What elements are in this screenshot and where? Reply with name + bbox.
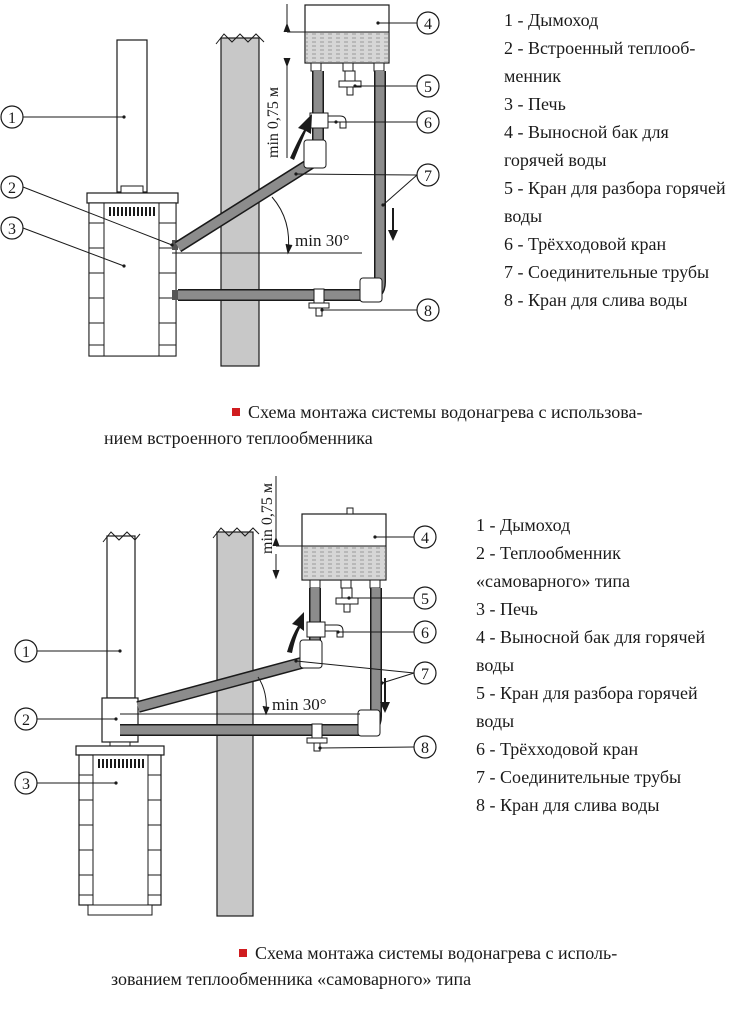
three-way-valve — [306, 621, 344, 638]
caption-2: Схема монтажа системы водонагрева с испо… — [111, 940, 726, 992]
callout-4: 4 — [424, 16, 432, 33]
height-dimension — [283, 4, 305, 158]
callout-6: 6 — [421, 625, 429, 642]
diagram-1-drawing: min 0,75 м min 30° — [0, 4, 440, 367]
height-dimension — [272, 476, 302, 580]
stove — [75, 745, 165, 916]
callout-3: 3 — [22, 776, 30, 793]
callout-3: 3 — [8, 221, 16, 238]
chimney — [116, 39, 148, 193]
chimney — [106, 535, 136, 699]
legend-item: 2 - Встроенный теплооб-менник — [504, 38, 696, 86]
legend-item: 7 - Соединительные трубы — [476, 767, 682, 787]
angle-label: min 30° — [272, 695, 327, 714]
height-label: min 0,75 м — [259, 483, 276, 554]
flow-arrow-down — [388, 208, 398, 241]
callout-2: 2 — [8, 180, 16, 197]
callout-7: 7 — [421, 666, 429, 683]
angle-indicator — [172, 196, 362, 255]
legend-1: 1 - Дымоход 2 - Встроенный теплооб-менни… — [504, 6, 726, 314]
hot-water-tank — [304, 4, 390, 72]
callout-4: 4 — [421, 530, 429, 547]
callout-5: 5 — [421, 591, 429, 608]
callout-5: 5 — [424, 79, 432, 96]
callout-1: 1 — [22, 644, 30, 661]
caption-1: Схема монтажа системы водонагрева с испо… — [104, 399, 724, 451]
red-bullet-icon — [239, 949, 247, 957]
angle-label: min 30° — [295, 231, 350, 250]
legend-item: 1 - Дымоход — [476, 515, 571, 535]
callout-6: 6 — [424, 115, 432, 132]
caption-2-line-1: Схема монтажа системы водонагрева с испо… — [255, 943, 618, 963]
legend-item: 7 - Соединительные трубы — [504, 262, 710, 282]
callout-8: 8 — [424, 303, 432, 320]
legend-item: 3 - Печь — [504, 94, 566, 114]
legend-2: 1 - Дымоход 2 - Теплообменник «самоварно… — [476, 511, 726, 819]
callout-2: 2 — [22, 712, 30, 729]
height-label: min 0,75 м — [265, 87, 282, 158]
legend-item: 6 - Трёхходовой кран — [504, 234, 667, 254]
callout-8: 8 — [421, 740, 429, 757]
legend-item: 2 - Теплообменник «самоварного» типа — [476, 543, 631, 591]
flow-arrow-up — [290, 114, 312, 160]
red-bullet-icon — [232, 408, 240, 416]
caption-2-line-2: зованием теплообменника «самоварного» ти… — [111, 969, 472, 989]
legend-item: 1 - Дымоход — [504, 10, 599, 30]
callout-7: 7 — [424, 168, 432, 185]
legend-item: 8 - Кран для слива воды — [476, 795, 660, 815]
legend-item: 6 - Трёхходовой кран — [476, 739, 639, 759]
drain-tap — [306, 723, 328, 752]
legend-item: 4 - Выносной бак для горячей воды — [504, 122, 669, 170]
legend-item: 4 - Выносной бак для горячей воды — [476, 627, 706, 675]
callout-1: 1 — [8, 110, 16, 127]
stove — [86, 192, 179, 357]
three-way-valve — [309, 112, 347, 129]
draw-off-tap — [335, 587, 359, 613]
drain-tap — [308, 288, 330, 317]
flow-arrow-up — [287, 612, 304, 653]
diagram-2-drawing: min 0,75 м min 30° — [14, 476, 437, 917]
diagram-builtin-heat-exchanger: min 0,75 м min 30° — [0, 0, 730, 390]
hot-water-tank — [301, 507, 387, 589]
flow-arrow-down — [380, 678, 390, 713]
draw-off-tap — [338, 70, 362, 96]
legend-item: 8 - Кран для слива воды — [504, 290, 688, 310]
caption-1-line-1: Схема монтажа системы водонагрева с испо… — [248, 402, 643, 422]
legend-item: 3 - Печь — [476, 599, 538, 619]
angle-indicator — [120, 676, 360, 716]
legend-item: 5 - Кран для разбора горячей воды — [504, 178, 726, 226]
caption-1-line-2: нием встроенного теплообменника — [104, 428, 373, 448]
diagram-samovar-heat-exchanger: min 0,75 м min 30° — [0, 470, 730, 930]
legend-item: 5 - Кран для разбора горячей воды — [476, 683, 698, 731]
